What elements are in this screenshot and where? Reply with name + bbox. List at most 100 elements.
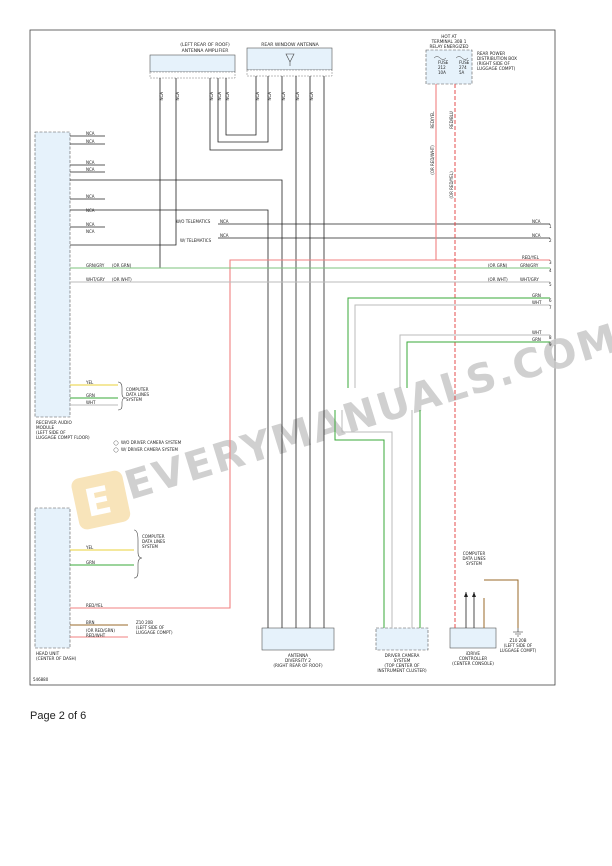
svg-text:LUGGAGE COMPT): LUGGAGE COMPT) bbox=[136, 630, 173, 635]
fuse-icon bbox=[433, 56, 447, 60]
svg-text:FUSE: FUSE bbox=[438, 60, 449, 65]
svg-text:ANTENNA: ANTENNA bbox=[288, 653, 308, 658]
arrow-up-icon bbox=[464, 592, 476, 597]
watermark-text: EVERYMANUALS.COM bbox=[119, 315, 612, 509]
svg-text:NCA: NCA bbox=[86, 131, 95, 136]
svg-text:10A: 10A bbox=[438, 70, 446, 75]
svg-text:TERMINAL 30B 1: TERMINAL 30B 1 bbox=[431, 39, 467, 44]
svg-text:HEAD UNIT: HEAD UNIT bbox=[36, 651, 60, 656]
svg-text:NCA: NCA bbox=[220, 233, 229, 238]
svg-text:RED/YEL: RED/YEL bbox=[430, 111, 435, 129]
svg-text:5: 5 bbox=[549, 282, 552, 287]
driver-camera-system: DRIVER CAMERA SYSTEM (TOP CENTER OF INST… bbox=[375, 627, 429, 673]
watermark-logo: E bbox=[71, 470, 131, 530]
svg-text:W/ TELEMATICS: W/ TELEMATICS bbox=[180, 238, 212, 243]
svg-text:MODULE: MODULE bbox=[36, 425, 55, 430]
svg-text:LUGGAGE COMPT FLOOR): LUGGAGE COMPT FLOOR) bbox=[36, 435, 90, 440]
svg-text:NCA: NCA bbox=[86, 194, 95, 199]
svg-text:274: 274 bbox=[459, 65, 467, 70]
svg-text:5A: 5A bbox=[459, 70, 465, 75]
svg-text:NCA: NCA bbox=[281, 92, 286, 101]
svg-text:REAR POWER: REAR POWER bbox=[477, 51, 505, 56]
svg-text:NCA: NCA bbox=[175, 92, 180, 101]
svg-text:(LEFT REAR OF ROOF): (LEFT REAR OF ROOF) bbox=[180, 42, 230, 48]
svg-text:W/O TELEMATICS: W/O TELEMATICS bbox=[176, 219, 211, 224]
ground-icon bbox=[513, 628, 523, 637]
svg-text:NCA: NCA bbox=[217, 92, 222, 101]
svg-text:SYSTEM: SYSTEM bbox=[466, 561, 482, 566]
svg-text:BRN: BRN bbox=[86, 620, 95, 625]
svg-text:8: 8 bbox=[549, 335, 552, 340]
svg-text:2: 2 bbox=[549, 238, 552, 243]
wires bbox=[70, 76, 550, 638]
svg-text:546880: 546880 bbox=[33, 677, 49, 682]
svg-text:GRN/GRY: GRN/GRY bbox=[86, 263, 105, 268]
svg-text:(CENTER CONSOLE): (CENTER CONSOLE) bbox=[452, 661, 494, 666]
svg-text:1: 1 bbox=[549, 224, 552, 229]
svg-text:INSTRUMENT CLUSTER): INSTRUMENT CLUSTER) bbox=[377, 668, 427, 673]
svg-text:WHT/GRY: WHT/GRY bbox=[520, 277, 539, 282]
svg-text:CONTROLLER: CONTROLLER bbox=[459, 656, 487, 661]
note-1-marker bbox=[113, 440, 119, 446]
svg-text:(OR RED/WHT): (OR RED/WHT) bbox=[430, 145, 435, 175]
svg-text:LUGGAGE COMPT): LUGGAGE COMPT) bbox=[477, 66, 516, 71]
svg-text:DIVERSITY 2: DIVERSITY 2 bbox=[285, 658, 311, 663]
svg-text:(OR GRN): (OR GRN) bbox=[112, 263, 132, 268]
svg-text:6: 6 bbox=[549, 298, 552, 303]
svg-text:3: 3 bbox=[549, 260, 552, 265]
svg-text:WHT: WHT bbox=[532, 330, 542, 335]
svg-text:NCA: NCA bbox=[225, 92, 230, 101]
svg-text:iDRIVE: iDRIVE bbox=[466, 651, 480, 656]
svg-text:NCA: NCA bbox=[220, 219, 229, 224]
watermark: E EVERYMANUALS.COM bbox=[71, 315, 612, 530]
head-unit: HEAD UNIT (CENTER OF DASH) bbox=[34, 507, 77, 661]
svg-text:GRN: GRN bbox=[532, 293, 541, 298]
svg-text:Z10 20B: Z10 20B bbox=[510, 638, 527, 643]
svg-text:(LEFT SIDE OF: (LEFT SIDE OF bbox=[36, 430, 66, 435]
svg-text:(LEFT SIDE OF: (LEFT SIDE OF bbox=[504, 643, 533, 648]
antenna-icon bbox=[285, 53, 295, 66]
svg-text:NCA: NCA bbox=[86, 222, 95, 227]
svg-text:(CENTER OF DASH): (CENTER OF DASH) bbox=[36, 656, 77, 661]
rear-window-antenna: REAR WINDOW ANTENNA bbox=[246, 42, 333, 77]
svg-text:DRIVER CAMERA: DRIVER CAMERA bbox=[385, 653, 420, 658]
svg-text:DATA LINES: DATA LINES bbox=[126, 392, 150, 397]
text-labels: NCA NCA NCA NCA NCA NCA NCA NCA NCA NCA … bbox=[33, 92, 552, 682]
antenna-amplifier: (LEFT REAR OF ROOF) ANTENNA AMPLIFIER bbox=[149, 42, 236, 79]
svg-text:NCA: NCA bbox=[255, 92, 260, 101]
svg-text:NCA: NCA bbox=[86, 160, 95, 165]
svg-text:9: 9 bbox=[549, 342, 552, 347]
svg-text:NCA: NCA bbox=[209, 92, 214, 101]
svg-text:(RIGHT SIDE OF: (RIGHT SIDE OF bbox=[477, 61, 510, 66]
svg-text:W/ DRIVER CAMERA SYSTEM: W/ DRIVER CAMERA SYSTEM bbox=[121, 447, 179, 452]
idrive-controller: iDRIVE CONTROLLER (CENTER CONSOLE) bbox=[449, 627, 497, 666]
svg-text:(LEFT SIDE OF: (LEFT SIDE OF bbox=[136, 625, 165, 630]
svg-text:DATA LINES: DATA LINES bbox=[462, 556, 486, 561]
svg-text:NCA: NCA bbox=[86, 139, 95, 144]
svg-text:GRN: GRN bbox=[86, 560, 95, 565]
svg-text:NCA: NCA bbox=[532, 233, 541, 238]
svg-text:ANTENNA AMPLIFIER: ANTENNA AMPLIFIER bbox=[182, 48, 229, 54]
svg-text:Z10 20B: Z10 20B bbox=[136, 620, 153, 625]
svg-text:RELAY ENERGIZED: RELAY ENERGIZED bbox=[430, 44, 469, 49]
antenna-diversity-2: ANTENNA DIVERSITY 2 (RIGHT REAR OF ROOF) bbox=[261, 627, 335, 668]
svg-text:NCA: NCA bbox=[86, 167, 95, 172]
svg-text:RECEIVER AUDIO: RECEIVER AUDIO bbox=[36, 420, 73, 425]
svg-text:COMPUTER: COMPUTER bbox=[126, 387, 149, 392]
svg-text:NCA: NCA bbox=[86, 229, 95, 234]
svg-text:WHT: WHT bbox=[86, 400, 96, 405]
svg-text:7: 7 bbox=[549, 305, 552, 310]
svg-text:(OR RED/GRN): (OR RED/GRN) bbox=[86, 628, 115, 633]
svg-text:YEL: YEL bbox=[85, 380, 94, 385]
svg-text:DISTRIBUTION BOX: DISTRIBUTION BOX bbox=[477, 56, 517, 61]
svg-text:NCA: NCA bbox=[309, 92, 314, 101]
svg-text:W/O DRIVER CAMERA SYSTEM: W/O DRIVER CAMERA SYSTEM bbox=[121, 440, 182, 445]
svg-text:GRN: GRN bbox=[86, 393, 95, 398]
svg-text:RED/WHT: RED/WHT bbox=[86, 633, 106, 638]
svg-text:RED/YEL: RED/YEL bbox=[86, 603, 104, 608]
svg-text:(RIGHT REAR OF ROOF): (RIGHT REAR OF ROOF) bbox=[273, 663, 323, 668]
svg-text:LUGGAGE COMPT): LUGGAGE COMPT) bbox=[500, 648, 537, 653]
receiver-audio-module: RECEIVER AUDIO MODULE (LEFT SIDE OF LUGG… bbox=[34, 131, 90, 440]
fuse-icon bbox=[455, 56, 469, 60]
